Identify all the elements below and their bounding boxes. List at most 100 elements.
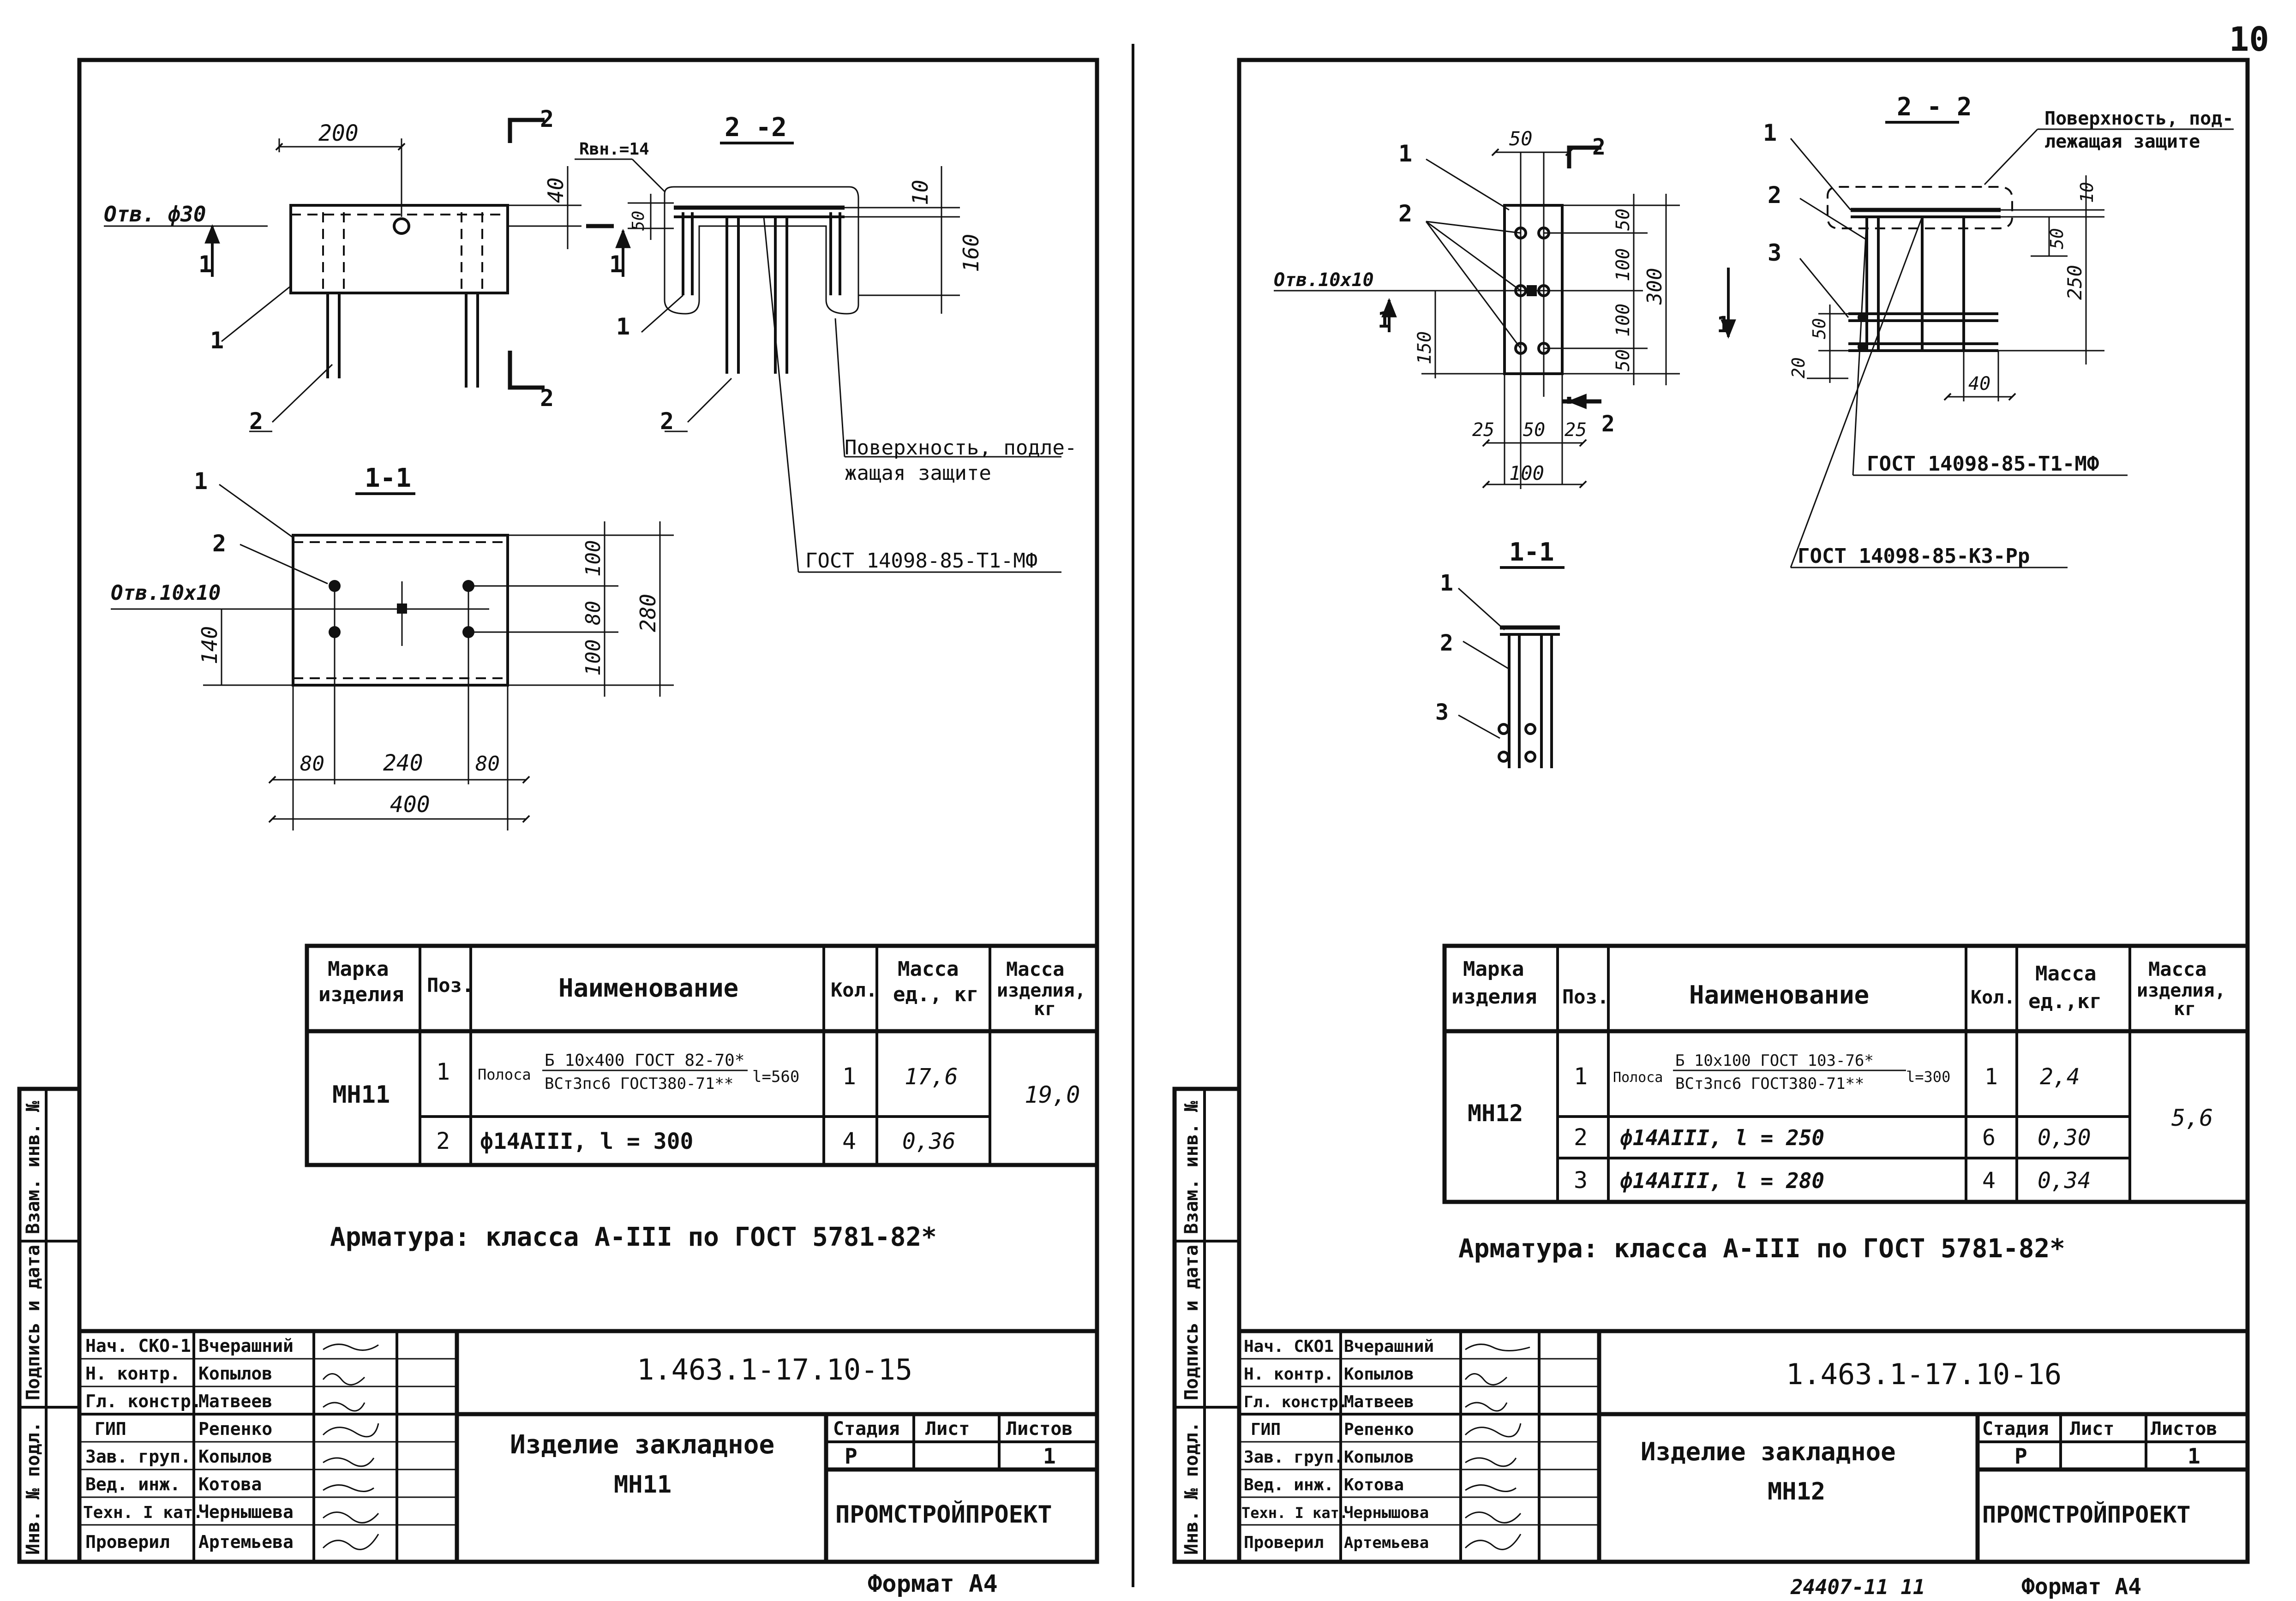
svg-text:l=300: l=300 [1906, 1068, 1950, 1086]
svg-text:150: 150 [1414, 331, 1435, 364]
svg-text:изделия: изделия [1451, 985, 1537, 1009]
svg-text:1: 1 [616, 313, 630, 340]
left-side-strip: Инв. № подл. Подпись и дата Взам. инв. № [17, 1087, 82, 1564]
svg-text:Н. контр.: Н. контр. [85, 1363, 180, 1384]
svg-text:2: 2 [1768, 182, 1781, 209]
svg-text:жащая защите: жащая защите [845, 461, 991, 485]
left-doc-sub: МН11 [614, 1471, 671, 1499]
right-spec-table: Марка изделия Поз. Наименование Кол. Мас… [1442, 944, 2250, 1204]
svg-text:ГОСТ 14098-85-Т1-МФ: ГОСТ 14098-85-Т1-МФ [805, 549, 1037, 573]
svg-text:Кол.: Кол. [831, 979, 877, 1001]
svg-text:2 - 2: 2 - 2 [1897, 92, 1972, 121]
svg-text:Нач. СКО-1: Нач. СКО-1 [85, 1336, 191, 1356]
svg-text:Р: Р [2014, 1444, 2027, 1469]
svg-text:Лист: Лист [925, 1418, 970, 1440]
svg-text:100: 100 [1613, 248, 1634, 281]
svg-text:50: 50 [1809, 318, 1829, 339]
svg-text:2: 2 [1398, 200, 1412, 227]
svg-text:1: 1 [1440, 570, 1453, 596]
left-note: Арматура: класса А-III по ГОСТ 5781-82* [330, 1222, 937, 1252]
right-side-strip: Инв. № подл. Подпись и дата Взам. инв. № [1172, 1087, 1241, 1564]
svg-text:1: 1 [436, 1058, 450, 1085]
svg-text:Артемьева: Артемьева [1344, 1534, 1429, 1552]
svg-text:Артемьева: Артемьева [198, 1532, 294, 1552]
svg-text:изделия,: изделия, [997, 980, 1086, 1001]
svg-text:Отв.10х10: Отв.10х10 [1274, 269, 1374, 291]
page-number: 10 [2229, 20, 2269, 59]
svg-text:Матвеев: Матвеев [1344, 1392, 1414, 1411]
svg-text:ф14АIII, l = 300: ф14АIII, l = 300 [480, 1129, 693, 1154]
right-section-11: 1-1 1 2 3 [1435, 538, 1565, 768]
svg-text:ф14АIII, l = 250: ф14АIII, l = 250 [1620, 1125, 1824, 1150]
svg-text:50: 50 [1509, 127, 1533, 150]
svg-text:2: 2 [1440, 630, 1453, 656]
svg-text:Техн. I кат.: Техн. I кат. [1241, 1504, 1348, 1522]
svg-text:50: 50 [1523, 419, 1545, 441]
svg-text:1: 1 [1984, 1064, 1998, 1090]
svg-text:Марка: Марка [328, 957, 389, 981]
svg-text:6: 6 [1982, 1125, 1996, 1151]
svg-text:2,4: 2,4 [2040, 1064, 2080, 1090]
svg-text:Инв. № подл.: Инв. № подл. [1181, 1422, 1202, 1555]
svg-text:Отв.10х10: Отв.10х10 [111, 581, 221, 605]
svg-text:Взам. инв. №: Взам. инв. № [1181, 1101, 1202, 1234]
right-mark: МН12 [1468, 1100, 1523, 1127]
svg-text:ГИП: ГИП [95, 1419, 126, 1439]
svg-text:Копылов: Копылов [198, 1446, 272, 1467]
svg-text:Масса: Масса [2035, 962, 2096, 986]
svg-text:0,30: 0,30 [2038, 1125, 2091, 1151]
svg-text:Н. контр.: Н. контр. [1244, 1365, 1334, 1384]
svg-text:Поз.: Поз. [427, 974, 474, 997]
sec22-title: 2 -2 [725, 113, 787, 143]
svg-text:Вчерашний: Вчерашний [198, 1336, 294, 1356]
svg-text:50: 50 [2047, 228, 2067, 249]
svg-text:400: 400 [390, 792, 430, 818]
left-format: Формат А4 [868, 1570, 998, 1598]
svg-text:Поверхность, подле-: Поверхность, подле- [845, 436, 1077, 460]
svg-text:Стадия: Стадия [1982, 1418, 2049, 1440]
left-top-view: 200 40 Отв. ф30 1 2 2 1 2 [104, 106, 581, 435]
svg-text:100: 100 [1509, 462, 1544, 484]
svg-text:лежащая защите: лежащая защите [2044, 131, 2200, 152]
svg-text:Марка: Марка [1463, 957, 1524, 981]
svg-text:Зав. груп.: Зав. груп. [1244, 1448, 1344, 1467]
svg-text:240: 240 [383, 750, 423, 776]
svg-text:ед.,кг: ед.,кг [2028, 990, 2102, 1013]
svg-text:10: 10 [2077, 182, 2097, 203]
right-doc-sub: МН12 [1768, 1478, 1825, 1505]
left-org: ПРОМСТРОЙПРОЕКТ [835, 1500, 1052, 1529]
svg-text:2: 2 [540, 106, 554, 132]
right-title-block: Нач. СКО1 Н. контр. Гл. констр. ГИП Зав.… [1237, 1329, 2250, 1564]
svg-text:Копылов: Копылов [198, 1363, 272, 1384]
svg-text:Вед. инж.: Вед. инж. [1244, 1476, 1334, 1494]
left-signatures [322, 1344, 379, 1550]
svg-text:Поверхность, под-: Поверхность, под- [2044, 108, 2233, 129]
svg-text:1: 1 [842, 1063, 856, 1090]
svg-text:Лист: Лист [2070, 1418, 2114, 1440]
right-signatures [1464, 1344, 1530, 1550]
left-total: 19,0 [1025, 1081, 1080, 1108]
left-doc-code: 1.463.1-17.10-15 [637, 1353, 912, 1386]
svg-text:ВСт3пс6 ГОСТ380-71**: ВСт3пс6 ГОСТ380-71** [545, 1075, 733, 1093]
svg-text:ГИП: ГИП [1251, 1420, 1281, 1439]
right-doc-title: Изделие закладное [1641, 1437, 1896, 1466]
svg-text:2: 2 [540, 385, 554, 412]
svg-text:100: 100 [1613, 304, 1634, 337]
svg-text:0,36: 0,36 [902, 1129, 956, 1154]
svg-text:ф14АIII, l = 280: ф14АIII, l = 280 [1620, 1168, 1824, 1193]
svg-text:25: 25 [1565, 419, 1587, 441]
svg-text:1: 1 [198, 251, 212, 278]
svg-text:Копылов: Копылов [1344, 1448, 1414, 1467]
svg-text:кг: кг [1034, 998, 1056, 1020]
svg-text:4: 4 [1982, 1168, 1996, 1194]
dim-200: 200 [318, 120, 359, 146]
svg-text:1: 1 [1574, 1063, 1588, 1090]
svg-text:100: 100 [581, 639, 605, 676]
svg-text:изделия: изделия [318, 983, 404, 1006]
svg-text:2: 2 [1601, 411, 1615, 437]
svg-text:Масса: Масса [898, 957, 959, 981]
right-org: ПРОМСТРОЙПРОЕКТ [1982, 1501, 2191, 1528]
svg-text:Чернышова: Чернышова [1344, 1504, 1429, 1522]
svg-text:Вчерашний: Вчерашний [1344, 1337, 1434, 1356]
svg-text:кг: кг [2174, 998, 2196, 1020]
